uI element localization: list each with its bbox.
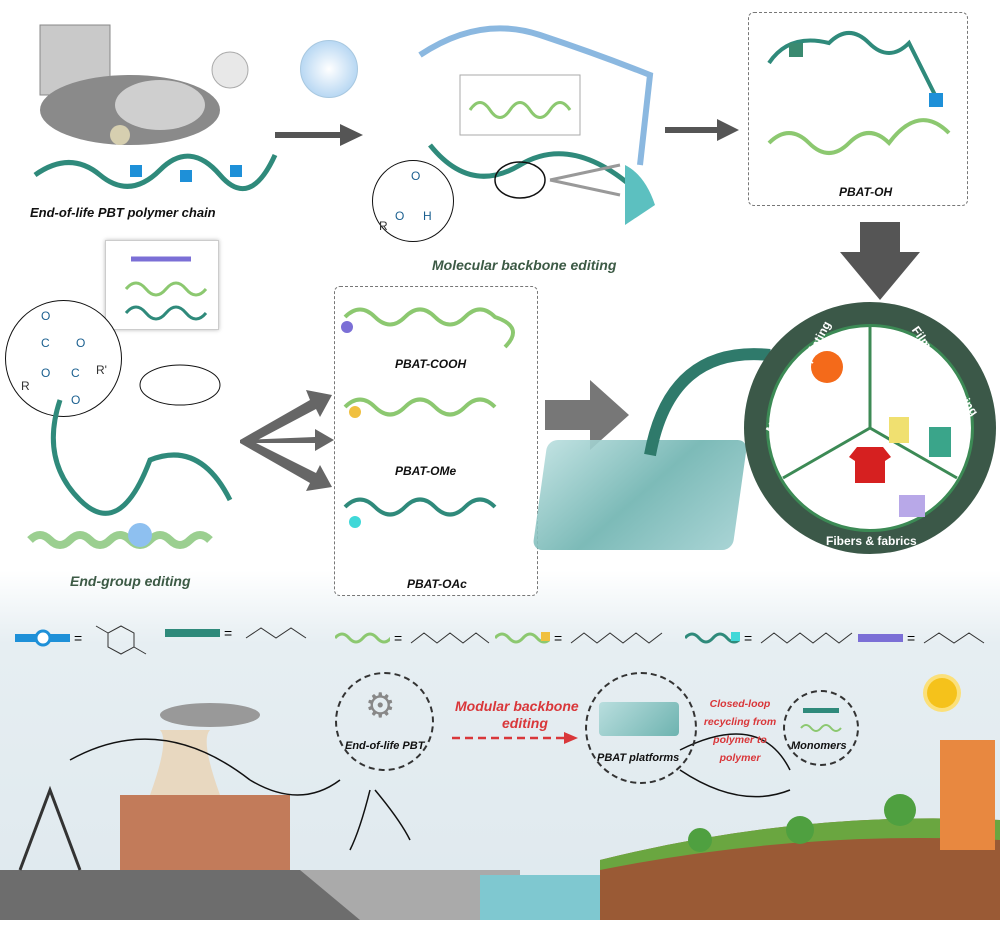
monomers-label: Monomers: [791, 740, 847, 752]
modular-editing-label-2: editing: [502, 715, 548, 731]
wheel-label-fibers: Fibers & fabrics: [826, 534, 917, 548]
adipic-acid-structure: [410, 632, 490, 644]
eol-pbt-label: End-of-life PBT: [345, 740, 425, 752]
legend-dimethyl-adipate: =: [495, 618, 676, 658]
product-label-ome: PBAT-OMe: [395, 464, 457, 478]
arrow-right-large-icon: [545, 380, 630, 455]
modular-editing-label-1: Modular backbone: [455, 698, 579, 714]
atom-o: O: [395, 209, 405, 223]
product-label-oac: PBAT-OAc: [407, 577, 467, 591]
equals-sign: =: [394, 630, 403, 646]
end-group-reagents-box: [105, 240, 219, 330]
pbat-block-icon: [599, 702, 679, 736]
pbat-oh-box: PBAT-OH: [748, 12, 968, 206]
pbt-polymer-chain-icon: [30, 145, 280, 200]
equals-sign: =: [224, 625, 233, 641]
legend-terephthalic-acid: =: [15, 618, 156, 658]
end-group-editing-label: End-group editing: [70, 573, 191, 589]
hydrogen-bond-inset: O O H R: [372, 160, 454, 242]
equals-sign: =: [554, 630, 563, 646]
atom-r: R: [21, 379, 30, 393]
atom-r: R: [379, 219, 388, 233]
legend-butanediol: =: [165, 618, 326, 648]
equals-sign: =: [744, 630, 753, 646]
closed-loop-line: polymer: [719, 752, 761, 764]
butanediol-unit-icon: [165, 629, 220, 637]
butanediol-diacetate-structure: [760, 632, 853, 644]
butanediol-structure: [245, 627, 307, 639]
terephthalic-acid-structure: [95, 625, 147, 655]
three-arrows-icon: [240, 385, 335, 500]
atom-r-prime: R': [96, 363, 107, 377]
esterification-inset: O C O O C O R R': [5, 300, 122, 417]
arrow-right-icon: [275, 120, 365, 155]
atom-o: O: [411, 169, 421, 183]
end-of-life-products-image: [20, 20, 260, 150]
monomers-circle: Monomers: [783, 690, 859, 766]
pbat-platforms-circle: PBAT platforms: [585, 672, 697, 784]
dashed-arrow-icon: [452, 730, 582, 751]
atom-h: H: [423, 209, 432, 223]
succinic-acid-structure: [923, 632, 985, 644]
dimethyl-adipate-unit-icon: [495, 632, 550, 644]
pbat-oh-label: PBAT-OH: [839, 185, 893, 199]
dimethyl-adipate-structure: [570, 632, 663, 644]
legend-succinic-acid: =: [858, 618, 989, 658]
atom-c: C: [71, 366, 80, 380]
adipate-unit-icon: [335, 632, 390, 644]
product-label-cooh: PBAT-COOH: [395, 357, 467, 371]
dna-scissors-icon: [300, 40, 358, 98]
closed-loop-line: recycling from: [703, 716, 777, 728]
atom-o: O: [76, 336, 86, 350]
eol-pbt-chain-label: End-of-life PBT polymer chain: [30, 205, 216, 220]
atom-c: C: [41, 336, 50, 350]
applications-wheel: Molding & 3D printing Films & packaging …: [744, 302, 996, 554]
equals-sign: =: [74, 630, 83, 646]
equals-sign: =: [907, 630, 916, 646]
sun-icon: [927, 678, 957, 708]
industrial-landscape: [0, 700, 1000, 920]
atom-o: O: [41, 309, 51, 323]
monomer-icons: [800, 708, 842, 732]
legend-butanediol-diacetate: =: [685, 618, 866, 658]
succinate-unit-icon: [858, 634, 903, 642]
gears-icon: ⚙: [365, 687, 396, 725]
end-group-chain-illustration: [20, 360, 250, 570]
closed-loop-text: Closed-loop recycling from polymer to po…: [700, 695, 780, 767]
pbat-platforms-label: PBAT platforms: [597, 752, 680, 764]
arrow-right-icon: [665, 115, 740, 150]
modified-pbat-box: PBAT-COOH PBAT-OMe PBAT-OAc: [334, 286, 538, 596]
eol-pbt-circle: ⚙ End-of-life PBT: [335, 672, 434, 771]
terephthalate-unit-icon: [15, 629, 70, 647]
backbone-editing-illustration: [380, 15, 680, 235]
legend-adipic-acid: =: [335, 618, 496, 658]
atom-o: O: [71, 393, 81, 407]
arrow-down-icon: [840, 222, 920, 307]
atom-o: O: [41, 366, 51, 380]
molecular-backbone-editing-label: Molecular backbone editing: [432, 257, 617, 273]
closed-loop-line: polymer to: [713, 734, 767, 746]
closed-loop-line: Closed-loop: [709, 698, 771, 710]
butanediol-diacetate-unit-icon: [685, 632, 740, 644]
filament-strand: [640, 325, 780, 470]
